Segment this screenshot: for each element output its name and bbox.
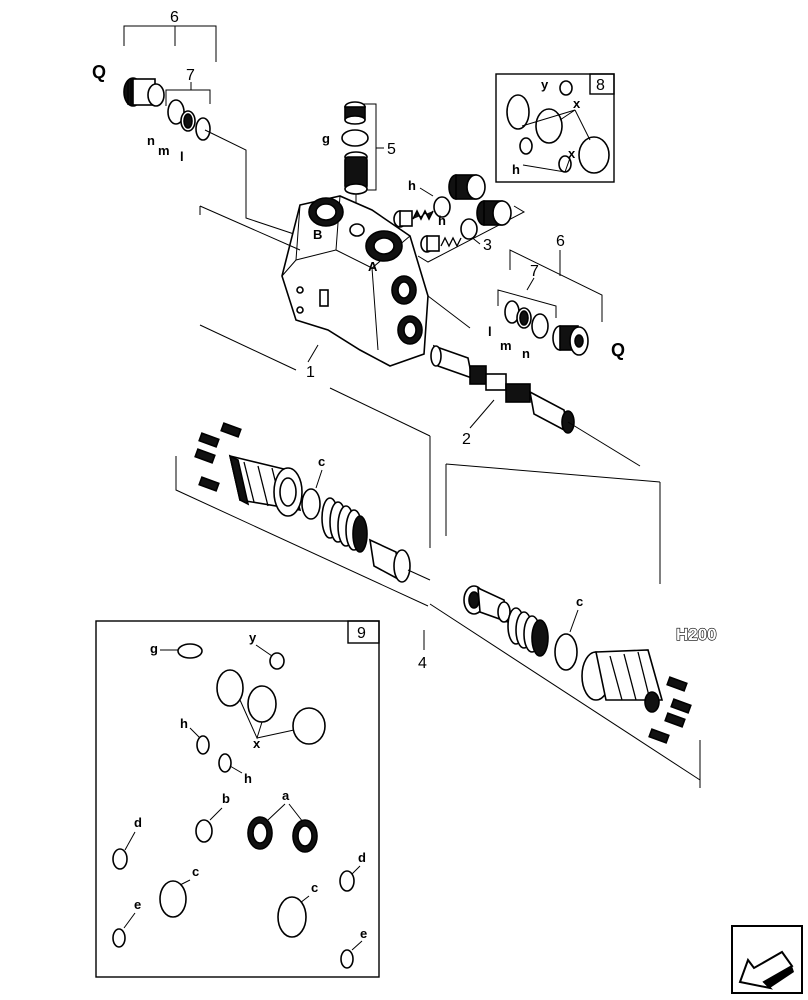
kit-9-label: 9 [357,625,366,642]
callout-5: 5 [387,141,396,158]
letter-Q-top: Q [92,62,106,82]
oring-g-5 [341,129,369,147]
plug-group-right: 6 7 l m n Q [427,233,625,361]
letter-n-top: n [147,133,155,148]
letter-x-kit9: x [253,736,261,751]
port-B-label: B [313,227,322,242]
oring-c-left [301,488,321,520]
plug-Q-top [123,77,165,107]
cap-screws-left [194,422,242,492]
plug-group-top-left: 6 7 Q n m l [92,9,301,237]
callout-3: 3 [483,237,492,254]
spring-assembly-left: c [175,387,431,607]
callout-7-right: 7 [530,263,539,280]
oring-c-right [554,633,578,671]
letter-c-kit9-right: c [311,880,318,895]
oring-n-right [531,313,549,339]
callout-6-right: 6 [556,233,565,250]
letter-g-kit9: g [150,641,158,656]
letter-l-right: l [488,324,492,339]
callout-1: 1 [306,364,315,381]
letter-e-kit9-left: e [134,897,141,912]
callout-6-top: 6 [170,9,179,26]
plug-Q-right [552,325,589,356]
letter-c-left: c [318,454,325,469]
letter-b-kit9: b [222,791,230,806]
letter-y-kit8: y [541,77,549,92]
letter-m-right: m [500,338,512,353]
spring-left [321,497,368,553]
letter-d-kit9-right: d [358,850,366,865]
kit-9-box: 9 g y x h h b a d d c [95,620,380,978]
cap-screws-right [648,676,692,744]
letter-y-kit9: y [249,630,257,645]
callout-4: 4 [418,655,427,672]
letter-x-kit8-bottom: x [568,146,576,161]
letter-h-kit9-bottom: h [244,771,252,786]
letter-m-top: m [158,143,170,158]
letter-l-top: l [180,149,184,164]
letter-c-kit9-left: c [192,864,199,879]
letter-d-kit9-left: d [134,815,142,830]
letter-e-kit9-right: e [360,926,367,941]
callout-2: 2 [462,431,471,448]
letter-h-3-bottom: h [438,213,446,228]
letter-c-right: c [576,594,583,609]
port-A-label: A [368,259,378,274]
kit-8-box: 8 y x x h [495,73,615,183]
letter-h-3-top: h [408,178,416,193]
check-valve-group-5: 5 g [322,101,396,225]
nav-arrow-icon[interactable] [731,925,803,994]
spring-right [507,607,549,657]
letter-a-kit9: a [282,788,290,803]
relief-valve-group-3: 3 h h [393,174,526,263]
letter-x-kit8-top: x [573,96,581,111]
spring-assembly-right: c H200 [429,463,717,788]
oring-l-top [195,117,211,141]
drawing-code-H200: H200 [676,625,717,644]
kit-8-label: 8 [596,77,605,94]
callout-7-top: 7 [186,67,195,84]
letter-h-kit8: h [512,162,520,177]
spool-2: 2 [430,344,641,467]
valve-body-1: B A 1 [199,195,429,381]
letter-g-5: g [322,131,330,146]
letter-n-right: n [522,346,530,361]
letter-Q-right: Q [611,340,625,360]
letter-h-kit9-top: h [180,716,188,731]
